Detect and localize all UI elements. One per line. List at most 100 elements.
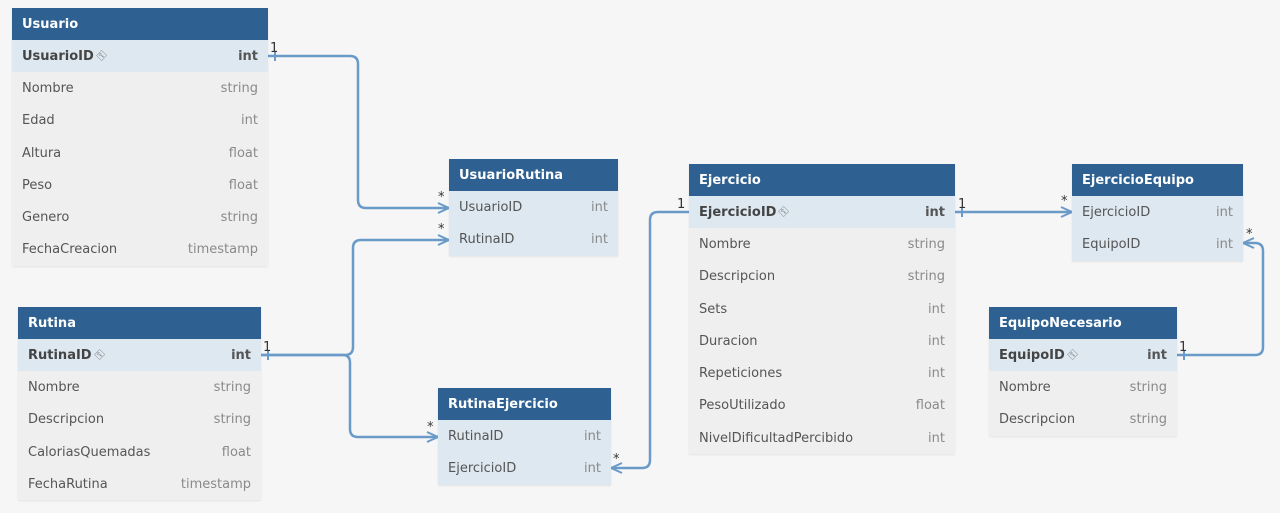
field-name: PesoUtilizado <box>699 398 786 414</box>
field-name: Genero <box>22 210 70 226</box>
field-name: FechaRutina <box>28 476 108 492</box>
connector-usuario-usuariorutina <box>266 54 451 210</box>
field-name: EquipoID <box>1082 236 1141 252</box>
field-type: int <box>1216 236 1233 252</box>
cardinality-many: * <box>1061 194 1068 209</box>
cardinality-many: * <box>438 190 445 205</box>
field-name: Altura <box>22 145 62 161</box>
table-row[interactable]: Duracion int <box>689 325 955 357</box>
table-header[interactable]: Usuario <box>12 8 268 40</box>
field-type: int <box>584 460 601 476</box>
table-row[interactable]: EjercicioID⚿ int <box>689 196 955 229</box>
table-row[interactable]: Nombre string <box>689 228 955 260</box>
table-row[interactable]: Descripcion string <box>689 261 955 293</box>
field-name: Repeticiones <box>699 366 783 382</box>
table-row[interactable]: FechaCreacion timestamp <box>12 234 268 266</box>
table-row[interactable]: Descripcion string <box>989 404 1177 436</box>
field-type: string <box>220 210 258 226</box>
field-type: int <box>925 204 945 220</box>
field-type: string <box>907 236 945 252</box>
field-type: int <box>928 430 945 446</box>
field-type: float <box>228 145 258 161</box>
table-row[interactable]: Genero string <box>12 201 268 233</box>
connector-ejercicio-rutinaejercicio <box>609 210 691 470</box>
field-name: FechaCreacion <box>22 242 118 258</box>
field-name: EjercicioID <box>699 204 777 220</box>
table-usuario[interactable]: Usuario UsuarioID⚿ int Nombre string Edad… <box>12 8 268 267</box>
field-name: Descripcion <box>999 412 1076 428</box>
field-name: UsuarioID <box>22 48 94 64</box>
table-rutinaejercicio[interactable]: RutinaEjercicio RutinaID int EjercicioID i… <box>438 388 611 485</box>
key-icon: ⚿ <box>776 204 792 220</box>
field-type: string <box>1129 412 1167 428</box>
table-row[interactable]: RutinaID int <box>438 420 611 453</box>
connector-rutina-usuariorutina <box>259 238 451 357</box>
table-header[interactable]: RutinaEjercicio <box>438 388 611 420</box>
field-type: int <box>231 347 251 363</box>
field-type: string <box>220 80 258 96</box>
cardinality-many: * <box>613 452 620 467</box>
field-type: timestamp <box>187 242 258 258</box>
field-type: int <box>591 231 608 247</box>
field-type: int <box>591 199 608 215</box>
field-name: NivelDificultadPercibido <box>699 430 854 446</box>
table-row[interactable]: RutinaID⚿ int <box>18 339 261 372</box>
table-usuariorutina[interactable]: UsuarioRutina UsuarioID int RutinaID int <box>449 159 618 256</box>
field-name: Nombre <box>28 379 80 395</box>
connector-equipo-ejercicioequipo <box>1175 241 1265 357</box>
field-type: int <box>584 428 601 444</box>
field-name: RutinaID <box>448 428 504 444</box>
field-name: CaloriasQuemadas <box>28 444 151 460</box>
table-row[interactable]: UsuarioID⚿ int <box>12 40 268 73</box>
table-row[interactable]: EquipoID⚿ int <box>989 339 1177 372</box>
table-header[interactable]: UsuarioRutina <box>449 159 618 191</box>
table-header[interactable]: EquipoNecesario <box>989 307 1177 339</box>
cardinality-one: 1 <box>263 340 272 355</box>
field-name: Descripcion <box>699 269 776 285</box>
table-header[interactable]: EjercicioEquipo <box>1072 164 1243 196</box>
table-row[interactable]: Nombre string <box>12 72 268 104</box>
field-name: Nombre <box>999 379 1051 395</box>
table-row[interactable]: RutinaID int <box>449 223 618 256</box>
table-row[interactable]: UsuarioID int <box>449 191 618 224</box>
cardinality-one: 1 <box>958 197 967 212</box>
cardinality-one: 1 <box>1179 340 1188 355</box>
field-type: int <box>238 48 258 64</box>
key-icon: ⚿ <box>91 347 107 363</box>
field-name: Sets <box>699 301 728 317</box>
field-name: Nombre <box>22 80 74 96</box>
field-name: EquipoID <box>999 347 1065 363</box>
table-row[interactable]: Altura float <box>12 137 268 169</box>
field-name: RutinaID <box>459 231 515 247</box>
table-row[interactable]: NivelDificultadPercibido int <box>689 422 955 454</box>
table-header[interactable]: Rutina <box>18 307 261 339</box>
field-name: Duracion <box>699 333 758 349</box>
field-name: UsuarioID <box>459 199 523 215</box>
table-row[interactable]: EquipoID int <box>1072 228 1243 261</box>
field-type: string <box>907 269 945 285</box>
table-row[interactable]: Repeticiones int <box>689 357 955 389</box>
field-name: EjercicioID <box>448 460 517 476</box>
table-header[interactable]: Ejercicio <box>689 164 955 196</box>
field-type: int <box>928 333 945 349</box>
field-type: int <box>928 366 945 382</box>
key-icon: ⚿ <box>1065 347 1081 363</box>
cardinality-many: * <box>427 420 434 435</box>
cardinality-many: * <box>438 222 445 237</box>
field-name: Nombre <box>699 236 751 252</box>
table-row[interactable]: EjercicioID int <box>438 452 611 485</box>
